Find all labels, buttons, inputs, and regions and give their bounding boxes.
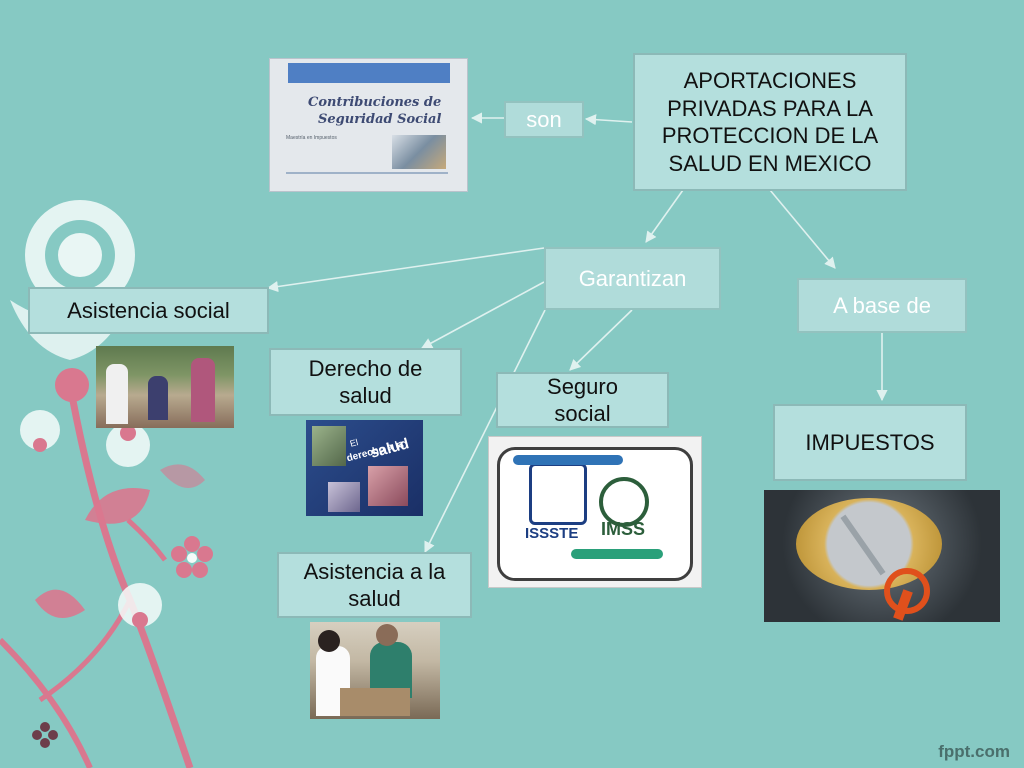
impuestos-box: IMPUESTOS xyxy=(773,404,967,481)
coin-scissors-image xyxy=(764,490,1000,622)
son-box: son xyxy=(504,101,584,138)
seguro-social-box: Seguro social xyxy=(496,372,669,428)
cover-title-line1: Contribuciones de xyxy=(308,95,442,110)
cover-subtitle: Maestría en Impuestos xyxy=(286,135,337,141)
issste-imss-logo-image: ISSSTE IMSS xyxy=(488,436,702,588)
arrow-title-to-abase xyxy=(769,189,836,269)
cover-title-line2: Seguridad Social xyxy=(318,112,442,127)
issste-label: ISSSTE xyxy=(525,525,579,542)
arrow-title-to-son xyxy=(584,114,633,126)
derecho-salud-box: Derecho de salud xyxy=(269,348,462,416)
poster-text-line1: El xyxy=(348,437,360,449)
garantizan-box: Garantizan xyxy=(544,247,721,310)
main-concept-box: APORTACIONES PRIVADAS PARA LA PROTECCION… xyxy=(633,53,907,191)
decorative-flowers xyxy=(0,200,213,768)
a-base-de-box: A base de xyxy=(797,278,967,333)
garantizan-text: Garantizan xyxy=(578,265,687,291)
connector-arrows xyxy=(266,112,888,554)
footer-brand: fppt.com xyxy=(938,742,1010,761)
son-text: son xyxy=(526,106,562,132)
derecho-salud-text: Derecho de salud xyxy=(308,355,423,409)
asistencia-salud-box: Asistencia a la salud xyxy=(277,552,472,618)
asistencia-social-box: Asistencia social xyxy=(28,287,269,334)
a-base-de-text: A base de xyxy=(833,292,931,318)
asistencia-social-photo xyxy=(96,346,234,428)
asistencia-salud-photo xyxy=(310,622,440,719)
arrow-garantizan-to-seguro xyxy=(569,309,633,371)
imss-label: IMSS xyxy=(601,519,646,539)
asistencia-social-text: Asistencia social xyxy=(67,297,230,323)
arrow-title-to-garantizan xyxy=(645,189,684,243)
arrow-garantizan-to-asistencia-social xyxy=(266,247,545,293)
main-concept-text: APORTACIONES PRIVADAS PARA LA PROTECCION… xyxy=(661,68,879,176)
derecho-salud-poster: El derecho a la salud xyxy=(306,420,423,516)
contribuciones-cover-image: Contribuciones de Seguridad Social Maest… xyxy=(269,58,468,192)
poster-text-line3: salud xyxy=(368,435,411,462)
arrow-garantizan-to-derecho xyxy=(421,281,545,349)
arrow-garantizan-to-asistencia-salud xyxy=(424,309,546,554)
seguro-social-text: Seguro social xyxy=(547,373,618,427)
asistencia-salud-text: Asistencia a la salud xyxy=(303,558,446,612)
impuestos-text: IMPUESTOS xyxy=(805,429,935,455)
